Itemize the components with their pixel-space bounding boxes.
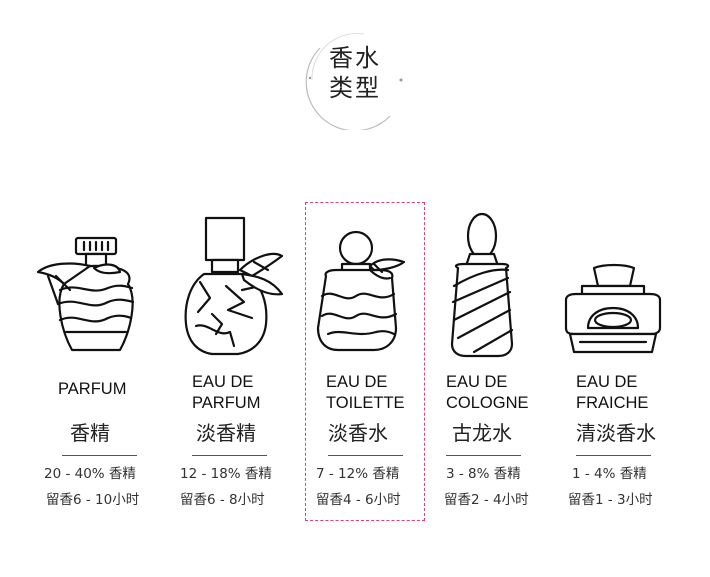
eau-de-toilette-bottle-icon — [316, 230, 406, 352]
title-line-2: 类型 — [329, 74, 381, 102]
type-name: EAU DE COLOGNE — [446, 373, 529, 412]
concentration-text: 3 - 8% 香精 — [446, 466, 521, 482]
duration-text: 留香6 - 10小时 — [46, 492, 140, 508]
divider — [62, 455, 137, 456]
type-name: PARFUM — [58, 380, 127, 398]
type-name: EAU DE TOILETTE — [326, 373, 405, 412]
divider — [192, 455, 267, 456]
parfum-bottle-icon — [36, 236, 134, 352]
type-cn-name: 淡香精 — [196, 421, 256, 445]
type-name: EAU DE FRAICHE — [576, 373, 649, 412]
concentration-text: 7 - 12% 香精 — [316, 466, 400, 482]
highlight-frame — [305, 202, 425, 521]
divider — [576, 455, 651, 456]
type-cn-name: 古龙水 — [452, 421, 512, 445]
duration-text: 留香2 - 4小时 — [444, 492, 529, 508]
concentration-text: 20 - 40% 香精 — [44, 466, 136, 482]
eau-de-fraiche-bottle-icon — [564, 263, 662, 354]
type-cn-name: 清淡香水 — [576, 421, 656, 445]
section-title-badge: 香水 类型 — [304, 28, 406, 130]
eau-de-parfum-bottle-icon — [184, 216, 284, 356]
type-cn-name: 香精 — [70, 421, 110, 445]
divider — [446, 455, 521, 456]
eau-de-cologne-bottle-icon — [450, 212, 514, 358]
concentration-text: 1 - 4% 香精 — [572, 466, 647, 482]
concentration-text: 12 - 18% 香精 — [180, 466, 272, 482]
duration-text: 留香1 - 3小时 — [568, 492, 653, 508]
badge-arc-icon — [305, 32, 403, 130]
duration-text: 留香4 - 6小时 — [316, 492, 401, 508]
duration-text: 留香6 - 8小时 — [180, 492, 265, 508]
title-line-1: 香水 — [329, 44, 381, 72]
type-cn-name: 淡香水 — [328, 421, 388, 445]
divider — [328, 455, 403, 456]
type-name: EAU DE PARFUM — [192, 373, 261, 412]
